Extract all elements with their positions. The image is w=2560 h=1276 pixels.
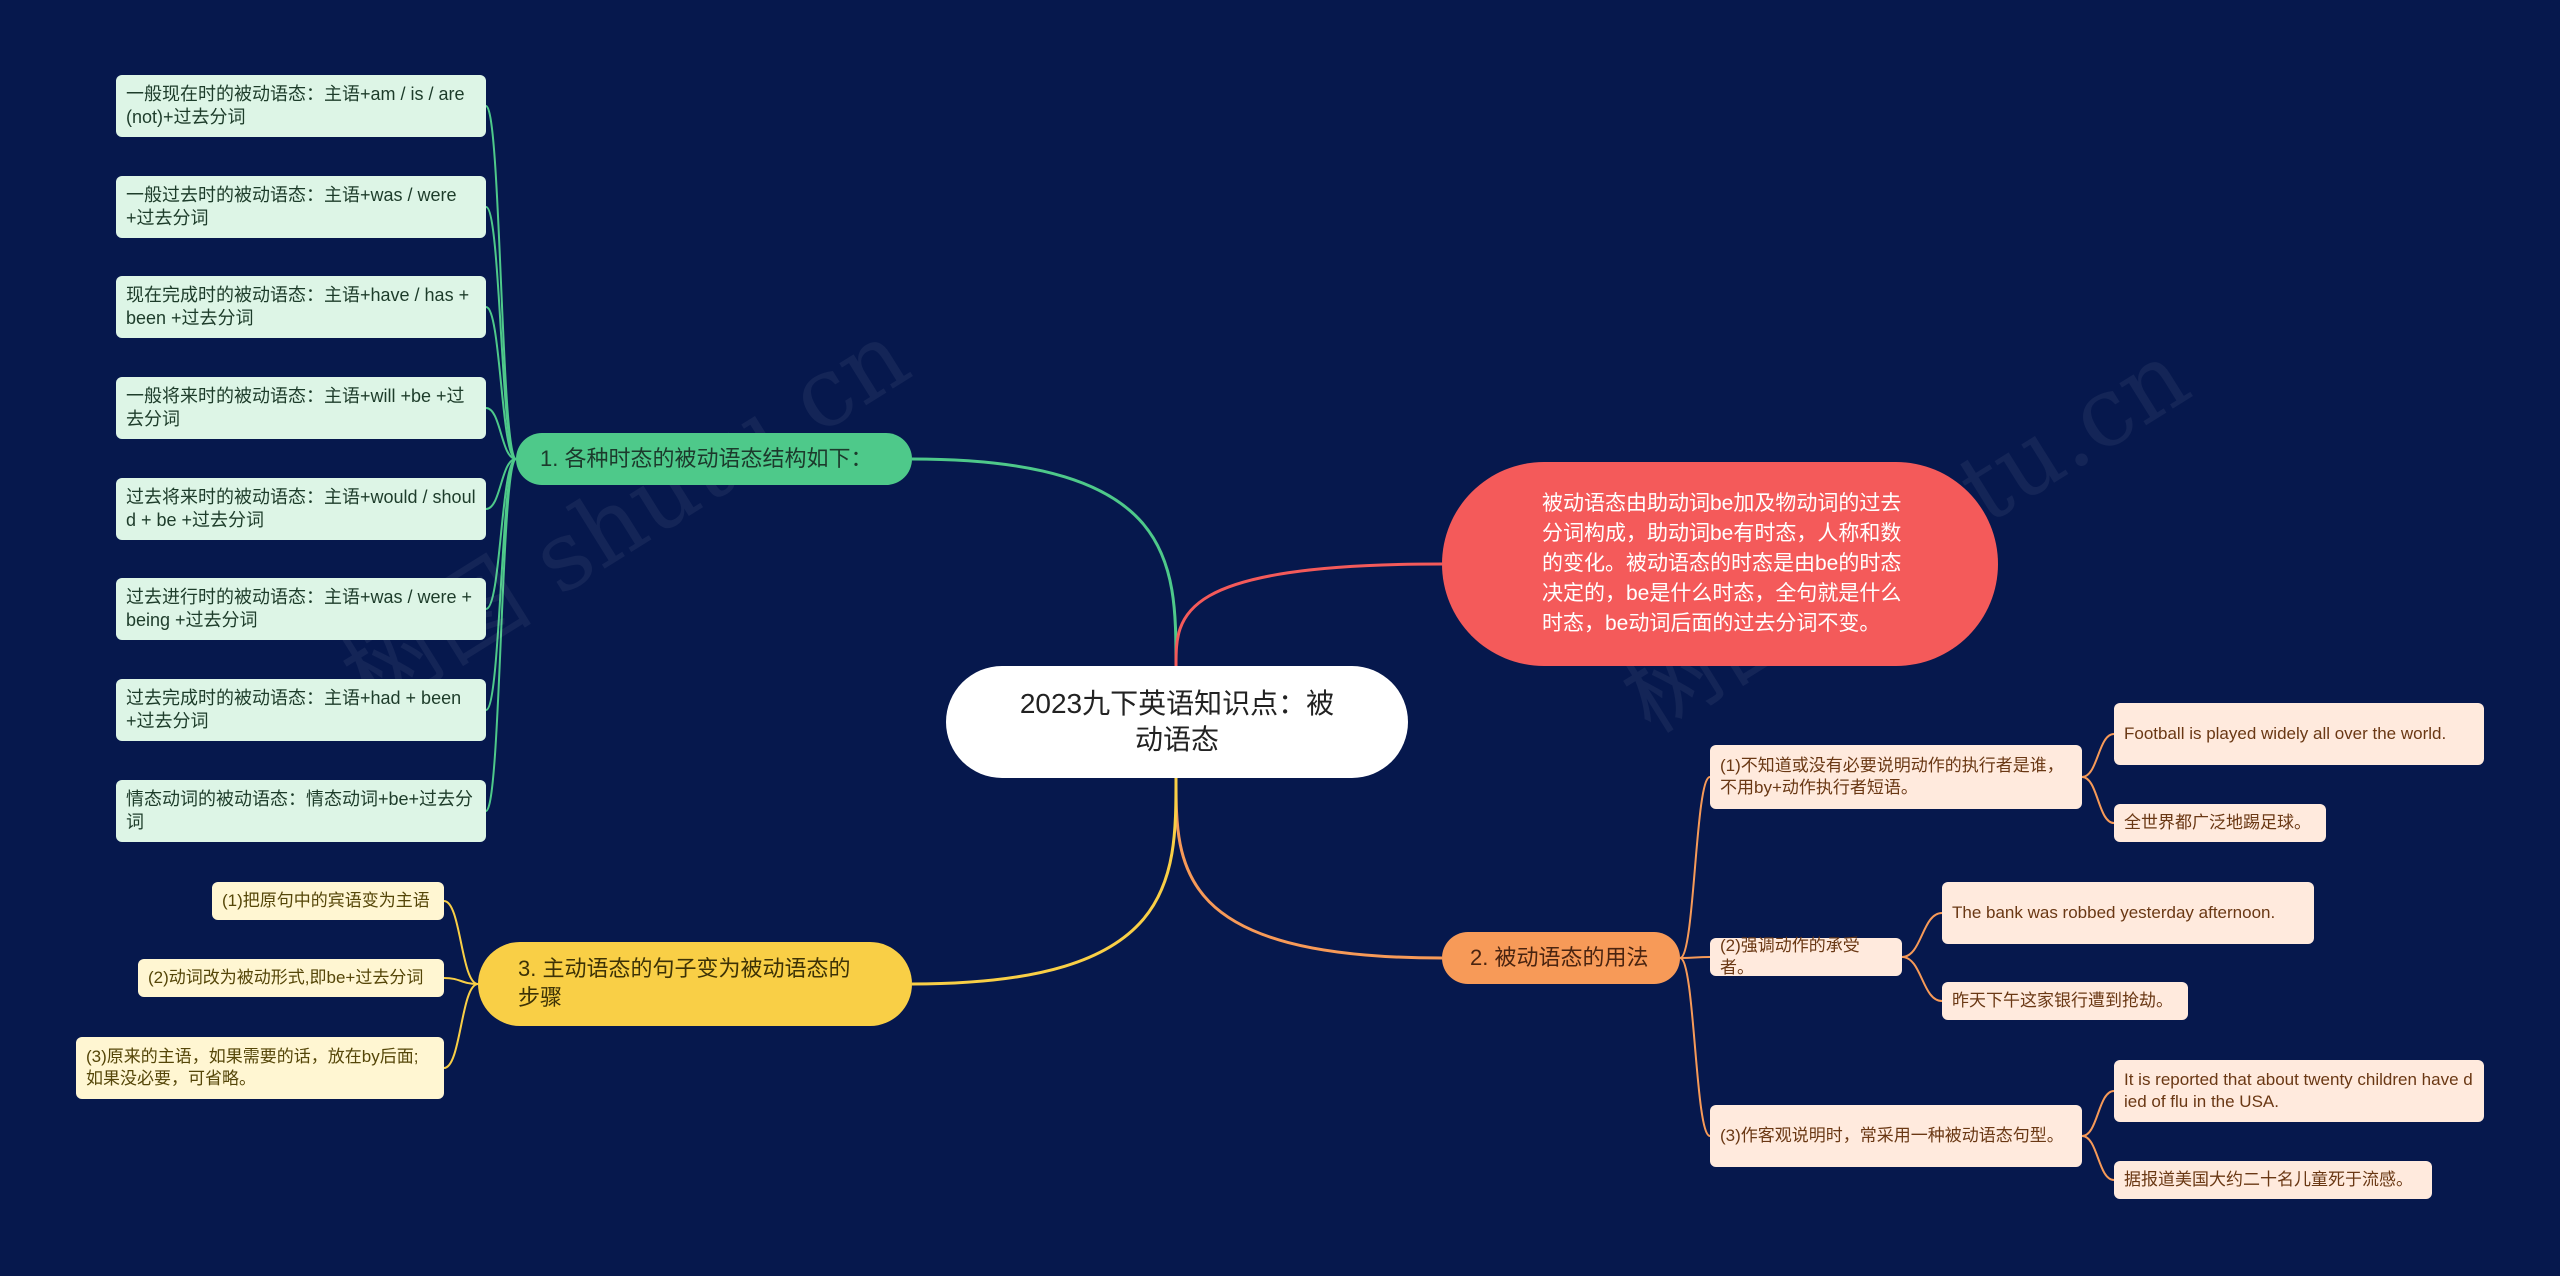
edge-usage1-en [2081,733,2115,778]
root-topic[interactable]: 2023九下英语知识点：被动语态 [946,666,1408,778]
example-en-2[interactable]: The bank was robbed yesterday afternoon. [1942,882,2314,944]
edge-branch3-step-0 [443,900,479,985]
usage-item-1[interactable]: (1)不知道或没有必要说明动作的执行者是谁，不用by+动作执行者短语。 [1710,745,2082,809]
edge-branch2-usage-0 [1679,776,1711,959]
edge-usage3-zh [2081,1135,2115,1181]
edge-branch1-leaf-5 [485,458,517,610]
leaf-past-perfect[interactable]: 过去完成时的被动语态：主语+had + been +过去分词 [116,679,486,741]
edge-usage3-en [2081,1090,2115,1137]
edge-root-branch3 [911,777,1178,986]
leaf-modal-verbs[interactable]: 情态动词的被动语态：情态动词+be+过去分词 [116,780,486,842]
usage-item-3[interactable]: (3)作客观说明时，常采用一种被动语态句型。 [1710,1105,2082,1167]
step-3[interactable]: (3)原来的主语，如果需要的话，放在by后面;如果没必要，可省略。 [76,1037,444,1099]
edge-branch1-leaf-1 [485,206,517,460]
leaf-simple-present[interactable]: 一般现在时的被动语态：主语+am / is / are (not)+过去分词 [116,75,486,137]
usage-item-2[interactable]: (2)强调动作的承受者。 [1710,936,1902,977]
example-zh-2[interactable]: 昨天下午这家银行遭到抢劫。 [1942,982,2188,1020]
leaf-simple-past[interactable]: 一般过去时的被动语态：主语+was / were +过去分词 [116,176,486,238]
example-zh-3[interactable]: 据报道美国大约二十名儿童死于流感。 [2114,1161,2432,1199]
intro-topic[interactable]: 被动语态由助动词be加及物动词的过去分词构成，助动词be有时态，人称和数的变化。… [1442,462,1998,666]
edge-branch2-usage-2 [1679,957,1711,1137]
leaf-past-continuous[interactable]: 过去进行时的被动语态：主语+was / were + being +过去分词 [116,578,486,640]
leaf-past-future[interactable]: 过去将来时的被动语态：主语+would / should + be +过去分词 [116,478,486,540]
branch-conversion-steps[interactable]: 3. 主动语态的句子变为被动语态的步骤 [478,942,912,1026]
step-2[interactable]: (2)动词改为被动形式,即be+过去分词 [138,959,444,997]
edge-branch1-leaf-0 [485,105,517,460]
edge-branch1-leaf-4 [485,458,517,510]
leaf-present-perfect[interactable]: 现在完成时的被动语态：主语+have / has + been +过去分词 [116,276,486,338]
branch-tense-structures[interactable]: 1. 各种时态的被动语态结构如下： [516,433,912,485]
leaf-simple-future[interactable]: 一般将来时的被动语态：主语+will +be +过去分词 [116,377,486,439]
edge-branch3-step-1 [443,977,479,985]
edge-root-branch2 [1174,777,1443,960]
edge-usage2-en [1901,912,1943,958]
edge-branch1-leaf-3 [485,407,517,460]
edge-usage2-zh [1901,956,1943,1002]
example-en-1[interactable]: Football is played widely all over the w… [2114,703,2484,765]
edge-usage1-zh [2081,776,2115,824]
edge-branch1-leaf-7 [485,458,517,812]
example-en-3[interactable]: It is reported that about twenty childre… [2114,1060,2484,1122]
edge-branch1-leaf-6 [485,458,517,711]
edge-root-intro [1174,562,1443,667]
branch-usage[interactable]: 2. 被动语态的用法 [1442,932,1680,984]
edge-branch1-leaf-2 [485,306,517,460]
edge-root-branch1 [911,457,1178,667]
example-zh-1[interactable]: 全世界都广泛地踢足球。 [2114,804,2326,842]
step-1[interactable]: (1)把原句中的宾语变为主语 [212,882,444,920]
edge-branch2-usage-1 [1679,956,1711,959]
edge-branch3-step-2 [443,983,479,1069]
